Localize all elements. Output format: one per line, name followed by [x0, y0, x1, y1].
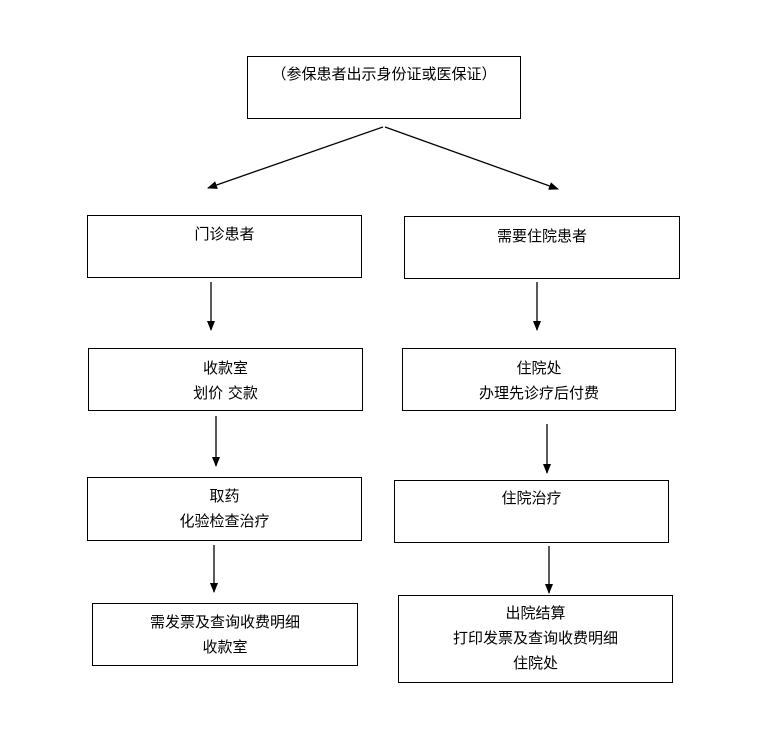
node-text: 住院处	[512, 654, 558, 672]
node-text: 办理先诊疗后付费	[478, 384, 599, 402]
arrow-top-to-outpatient	[207, 126, 384, 189]
node-text: 取药	[209, 487, 240, 505]
medicine-lab-box: 取药 化验检查治疗	[87, 477, 362, 541]
node-text: 住院治疗	[501, 489, 562, 507]
node-text: 收款室	[202, 638, 248, 656]
node-text: 收款室	[202, 359, 248, 377]
node-text: 需发票及查询收费明细	[149, 613, 300, 631]
node-text: 住院处	[516, 359, 562, 377]
inpatient-box: 需要住院患者	[404, 216, 680, 279]
invoice-query-box: 需发票及查询收费明细 收款室	[92, 603, 358, 666]
node-text: 化验检查治疗	[179, 512, 270, 530]
outpatient-box: 门诊患者	[87, 215, 362, 278]
node-text: 打印发票及查询收费明细	[452, 629, 618, 647]
inpatient-treatment-box: 住院治疗	[394, 480, 669, 543]
admission-office-box: 住院处 办理先诊疗后付费	[402, 348, 676, 411]
node-text: 门诊患者	[194, 225, 255, 243]
node-text: （参保患者出示身份证或医保证）	[271, 65, 497, 83]
node-text: 需要住院患者	[496, 227, 587, 245]
arrow-top-to-inpatient	[384, 126, 559, 190]
insured-patient-id-box: （参保患者出示身份证或医保证）	[247, 56, 521, 119]
node-text: 出院结算	[505, 604, 566, 622]
discharge-settlement-box: 出院结算 打印发票及查询收费明细 住院处	[398, 595, 673, 683]
cashier-box: 收款室 划价 交款	[88, 348, 363, 411]
node-text: 划价 交款	[193, 384, 258, 402]
